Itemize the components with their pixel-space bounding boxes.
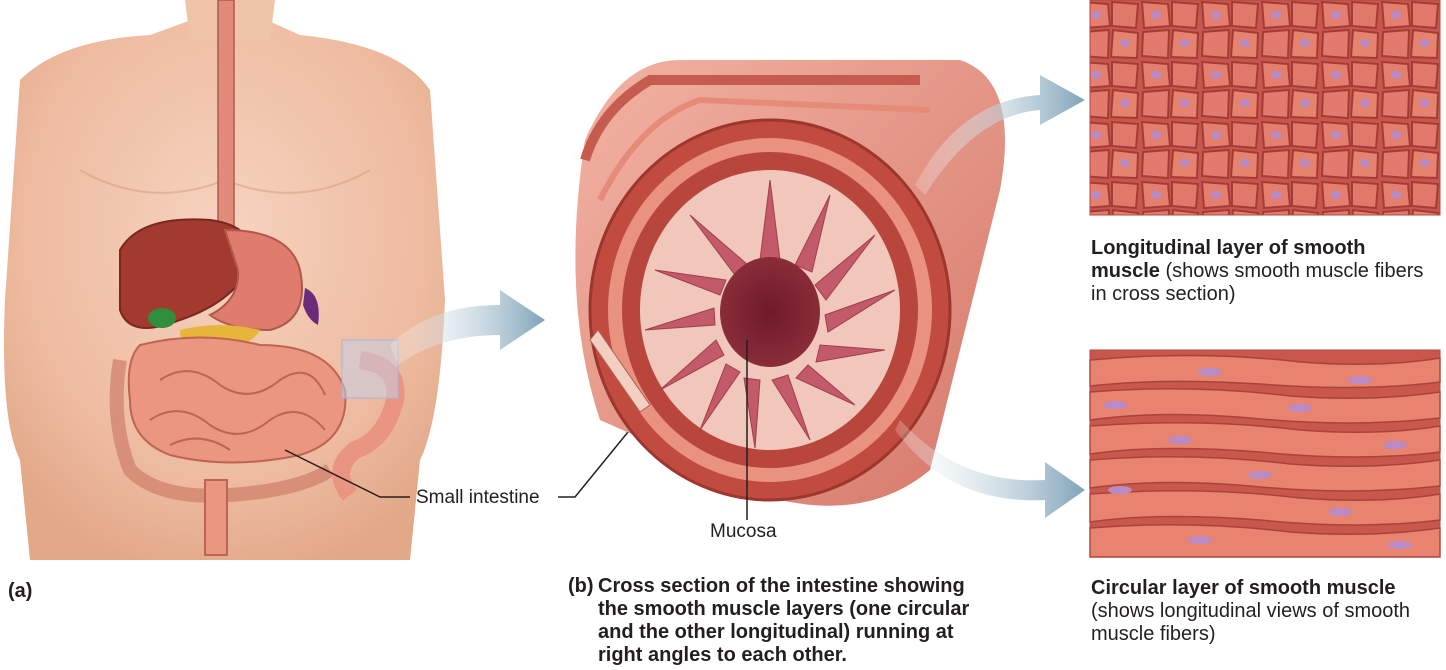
longitudinal-title-line-1: Longitudinal layer of smooth [1091,237,1365,260]
longitudinal-desc-line-2: in cross section) [1091,283,1236,306]
gallbladder [148,308,176,328]
panel-b-caption-line-2: the smooth muscle layers (one circular [598,598,969,621]
circular-desc-line-2: muscle fibers) [1091,623,1215,646]
circular-layer-micrograph [1090,350,1440,557]
circular-desc-line-1: (shows longitudinal views of smooth [1091,600,1410,623]
longitudinal-desc-line-1: (shows smooth muscle fibers [1160,260,1423,282]
mucosa-label: Mucosa [710,520,777,543]
panel-b-caption-line-3: and the other longitudinal) running at [598,621,954,644]
panel-a-label: (a) [8,580,32,603]
panel-b-caption-line-4: right angles to each other. [598,644,847,667]
longitudinal-title-line-2: muscle [1091,260,1160,282]
circular-title: Circular layer of smooth muscle [1091,577,1396,600]
longitudinal-layer-micrograph [1090,0,1440,215]
panel-b-letter: (b) [568,575,594,598]
panel-b-caption-line-1: Cross section of the intestine showing [598,575,965,598]
small-intestine-label: Small intestine [416,486,540,509]
magnified-region-box [342,340,398,398]
esophagus [218,0,234,230]
intestine-cross-section [575,60,1005,506]
